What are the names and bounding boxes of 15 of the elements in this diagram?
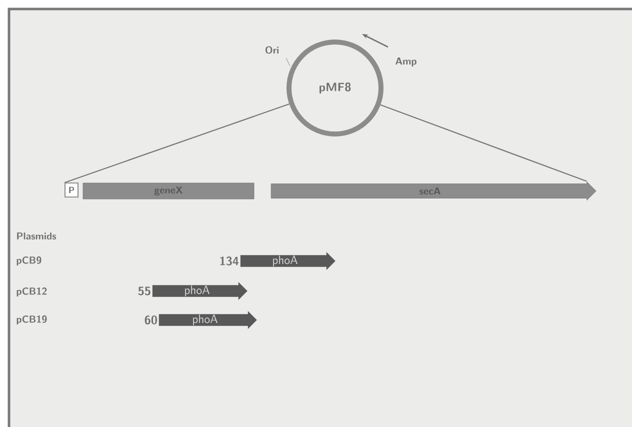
gene-segment: phoA xyxy=(158,311,257,329)
expansion-line xyxy=(64,103,290,184)
plasmid-name: pCB19 xyxy=(16,315,47,325)
plasmid-name: pCB9 xyxy=(16,256,42,266)
promoter-box: P xyxy=(64,182,78,198)
gene-label: Amp xyxy=(396,58,416,66)
position-number: 55 xyxy=(138,286,150,296)
origin-label: Ori xyxy=(266,46,279,54)
position-number: 60 xyxy=(144,316,157,324)
gene-segment: phoA xyxy=(152,282,248,300)
expansion-line xyxy=(380,104,587,182)
position-number: 134 xyxy=(220,256,239,266)
plasmid-name: pCB12 xyxy=(16,287,47,297)
section-heading: Plasmids xyxy=(17,232,56,240)
gene-segment: phoA xyxy=(240,252,336,270)
